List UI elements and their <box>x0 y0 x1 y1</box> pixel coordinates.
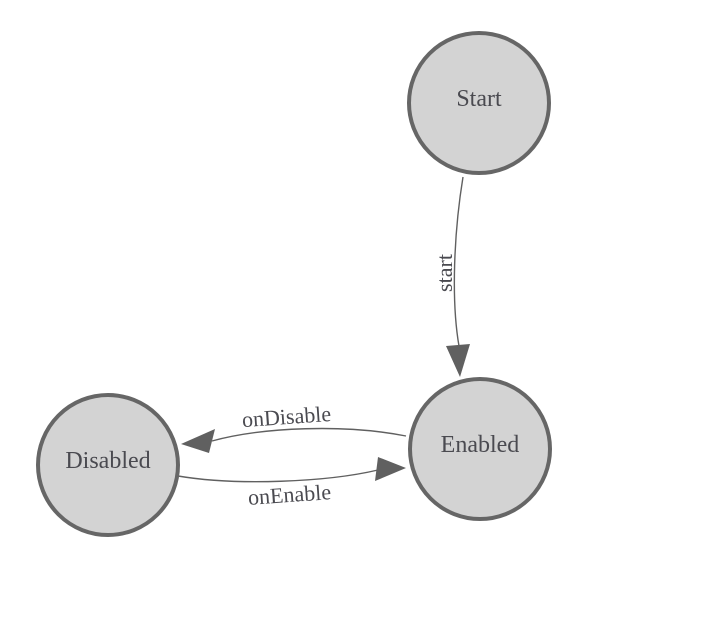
edge-start-to-enabled-line <box>453 176 464 347</box>
state-node-enabled-circle[interactable] <box>408 377 552 521</box>
edge-start-to-enabled: start <box>432 176 470 377</box>
state-node-start-label: Start <box>456 86 502 112</box>
arrowhead-enabled-to-disabled-icon <box>181 429 215 453</box>
edge-disabled-to-enabled-line <box>177 469 379 483</box>
state-node-start[interactable]: Start <box>407 31 551 175</box>
edge-disabled-to-enabled: onEnable <box>177 457 406 510</box>
state-node-disabled[interactable]: Disabled <box>36 393 180 537</box>
arrowhead-disabled-to-enabled-icon <box>375 457 406 481</box>
state-node-enabled[interactable]: Enabled <box>408 377 552 521</box>
edge-disabled-to-enabled-label: onEnable <box>247 479 332 510</box>
arrowhead-start-to-enabled-icon <box>446 344 470 377</box>
edge-enabled-to-disabled: onDisable <box>181 401 407 453</box>
edge-enabled-to-disabled-label: onDisable <box>241 401 332 432</box>
state-node-start-circle[interactable] <box>407 31 551 175</box>
state-node-disabled-circle[interactable] <box>36 393 180 537</box>
edge-start-to-enabled-label: start <box>432 254 457 292</box>
edge-enabled-to-disabled-line <box>211 427 407 442</box>
state-node-disabled-label: Disabled <box>65 448 150 474</box>
state-node-enabled-label: Enabled <box>441 432 520 458</box>
